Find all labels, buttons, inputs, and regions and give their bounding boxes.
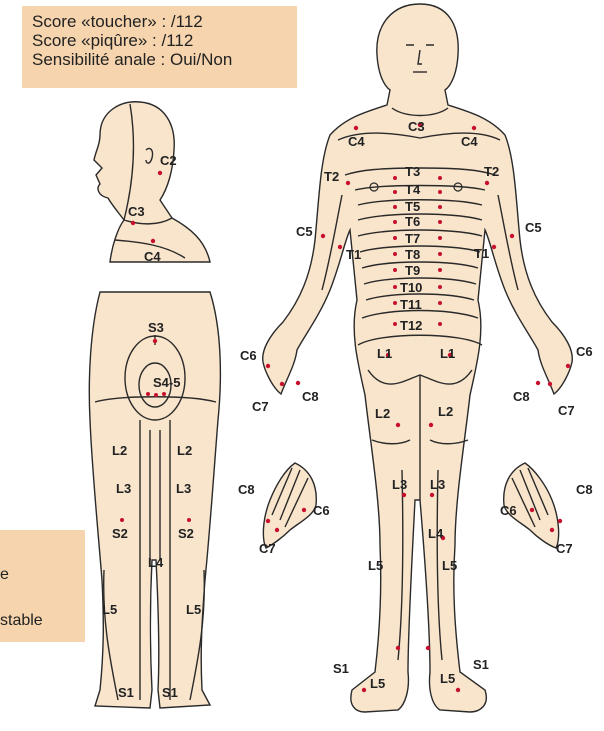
label-t11: T11 [400,297,422,312]
head-profile: C2 C3 C4 [94,102,210,264]
label-front-c6-left: C6 [240,348,257,363]
label-front-c4-right: C4 [461,134,478,149]
right-hand: C8 C6 C7 [500,463,593,556]
left-hand-c7-point [275,528,279,532]
label-front-s1-left: S1 [333,661,349,676]
s3-key-point [153,339,157,343]
label-front-l1-left: L1 [377,346,392,361]
label-t4: T4 [405,182,421,197]
s45-key-point-a [146,392,150,396]
label-front-t1-left: T1 [346,247,361,262]
label-s4-5: S4-5 [153,375,180,390]
label-t7: T7 [405,231,420,246]
label-front-c7-left: C7 [252,399,269,414]
front-body: C3 C4 C4 T2 T2 T3 T4 T5 T6 T7 T8 T9 T10 … [240,4,593,712]
s45-key-point-b [154,393,158,397]
label-front-c4-left: C4 [348,134,365,149]
label-t12: T12 [400,318,422,333]
label-front-c6-right: C6 [576,344,593,359]
label-s1-left: S1 [118,685,134,700]
left-hand-c8-point [266,519,270,523]
label-s3: S3 [148,320,164,335]
label-front-c7-right: C7 [558,403,575,418]
label-hand-right-c6: C6 [500,503,517,518]
label-front-l5-foot-right: L5 [440,671,455,686]
label-front-l2-left: L2 [375,406,390,421]
label-s1-right: S1 [162,685,178,700]
label-l2-left: L2 [112,443,127,458]
label-l4: L4 [148,555,164,570]
label-hand-left-c8: C8 [238,482,255,497]
label-front-c5-left: C5 [296,224,313,239]
c3-key-point [131,221,135,225]
label-t10: T10 [400,280,422,295]
label-c3: C3 [128,204,145,219]
label-front-t2-left: T2 [324,169,339,184]
label-front-l3-left: L3 [392,477,407,492]
c4-key-point [151,239,155,243]
label-hand-right-c8: C8 [576,482,593,497]
label-c2: C2 [160,153,177,168]
label-t3: T3 [405,164,420,179]
label-front-l3-right: L3 [430,477,445,492]
label-t5: T5 [405,199,420,214]
label-l2-right: L2 [177,443,192,458]
s45-key-point-c [162,392,166,396]
label-front-c8-right: C8 [513,389,530,404]
label-front-s1-right: S1 [473,657,489,672]
label-hand-left-c6: C6 [313,503,330,518]
label-l3-right: L3 [176,481,191,496]
label-front-l1-right: L1 [440,346,455,361]
s2-key-point-left [120,518,124,522]
s2-key-point-right [187,518,191,522]
label-hand-left-c7: C7 [259,541,276,556]
label-front-l5-left: L5 [368,558,383,573]
label-s2-right: S2 [178,526,194,541]
label-s2-left: S2 [112,526,128,541]
right-hand-c6-point [530,508,534,512]
label-l5-left: L5 [102,602,117,617]
label-front-c8-left: C8 [302,389,319,404]
label-front-t1-right: T1 [474,246,489,261]
left-hand-c6-point [302,508,306,512]
right-hand-c8-point [558,519,562,523]
label-front-l4: L4 [428,526,444,541]
left-hand: C8 C6 C7 [238,463,330,556]
label-l3-left: L3 [116,481,131,496]
label-t8: T8 [405,247,420,262]
back-view: S3 S4-5 L2 L2 L3 L3 S2 S2 L4 L5 L5 S1 S1 [89,292,220,708]
label-l5-right: L5 [186,602,201,617]
label-front-c3: C3 [408,119,425,134]
label-front-c5-right: C5 [525,220,542,235]
label-t6: T6 [405,214,420,229]
c2-key-point [158,171,162,175]
label-front-t2-right: T2 [484,164,499,179]
label-front-l2-right: L2 [438,404,453,419]
label-c4: C4 [144,249,161,264]
label-front-l5-right: L5 [442,558,457,573]
right-hand-c7-point [550,528,554,532]
label-front-l5-foot-left: L5 [370,676,385,691]
label-t9: T9 [405,263,420,278]
label-hand-right-c7: C7 [556,541,573,556]
